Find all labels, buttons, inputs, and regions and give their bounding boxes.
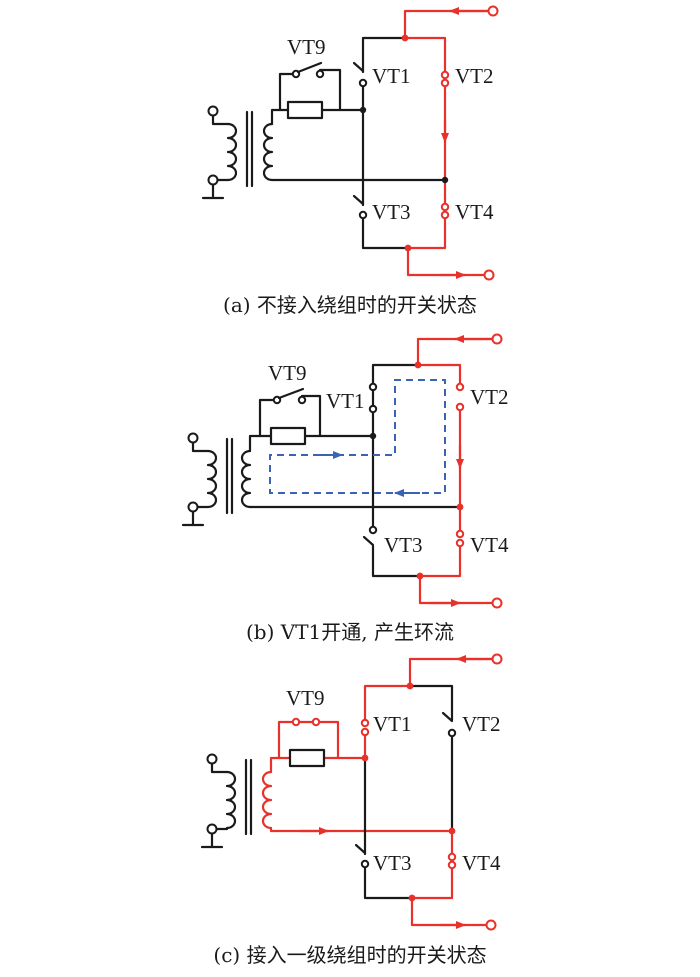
conducting-path-b <box>416 337 495 605</box>
vt9-label-b: VT9 <box>268 361 307 385</box>
conducting-path-c <box>363 657 495 760</box>
winding-top-lead-a <box>270 108 365 126</box>
vt4-label-a: VT4 <box>455 200 494 224</box>
conducting-path-a <box>403 9 495 277</box>
transformer-a <box>201 105 274 200</box>
vt9-bypass-a <box>278 68 342 112</box>
caption-a: (a) 不接入绕组时的开关状态 <box>223 293 477 317</box>
vt1-vt3-leg-a <box>361 36 410 250</box>
vt3-switch-c <box>354 843 370 869</box>
vt1-switch-c <box>360 718 370 737</box>
vt1-switch-a <box>352 61 368 88</box>
vt3-switch-a <box>352 194 368 220</box>
vt4-label-b: VT4 <box>470 533 509 557</box>
vt2-label-c: VT2 <box>462 712 501 736</box>
transformer-b <box>181 432 252 527</box>
vt3-label-c: VT3 <box>373 851 412 875</box>
conducting-path-c-lower <box>410 829 489 927</box>
winding-top-lead-c <box>269 756 367 774</box>
vt1-vt3-leg-b <box>371 363 422 578</box>
vt4-switch-b <box>455 529 465 548</box>
winding-bottom-lead-c <box>269 826 454 833</box>
vt9-bypass-c <box>277 720 340 760</box>
vt4-label-c: VT4 <box>462 851 501 875</box>
vt3-switch-b <box>362 525 378 547</box>
transformer-c <box>200 753 253 849</box>
vt2-label-a: VT2 <box>455 64 494 88</box>
vt1-label-b: VT1 <box>326 389 365 413</box>
vt1-label-a: VT1 <box>372 64 411 88</box>
vt9-label-c: VT9 <box>286 686 325 710</box>
vt4-switch-c <box>447 852 457 870</box>
panel-b: VT9 VT1 VT2 VT3 VT4 (b) VT1开通, 产生环流 <box>181 333 509 644</box>
vt9-switch-b <box>272 387 307 405</box>
vt2-switch-b <box>455 382 465 412</box>
vt2-label-b: VT2 <box>470 385 509 409</box>
vt1-vt3-leg-c <box>363 756 414 900</box>
caption-c: (c) 接入一级绕组时的开关状态 <box>213 943 486 967</box>
vt4-switch-a <box>440 202 450 220</box>
resistor-c <box>288 748 326 768</box>
winding-c <box>261 770 273 830</box>
vt3-label-b: VT3 <box>384 533 423 557</box>
vt2-leg-c <box>408 684 454 833</box>
winding-top-lead-b <box>248 434 375 453</box>
vt2-switch-a <box>440 70 450 88</box>
vt2-switch-c <box>441 711 457 738</box>
vt9-label-a: VT9 <box>287 35 326 59</box>
vt1-label-c: VT1 <box>373 712 412 736</box>
vt9-switch-a <box>291 61 325 79</box>
panel-a: VT9 VT1 VT2 VT3 VT4 (a) 不接入绕组时的开关状态 <box>201 5 499 317</box>
vt3-label-a: VT3 <box>372 200 411 224</box>
resistor-b <box>269 426 307 446</box>
resistor-a <box>286 100 324 120</box>
caption-b: (b) VT1开通, 产生环流 <box>246 620 454 644</box>
vt1-switch-b <box>368 382 378 414</box>
panel-c: VT9 VT1 VT2 VT3 VT4 (c) 接入一级绕组时的开关状态 <box>200 653 503 967</box>
vt9-bypass-b <box>258 394 322 438</box>
vt9-switch-c <box>291 717 321 727</box>
